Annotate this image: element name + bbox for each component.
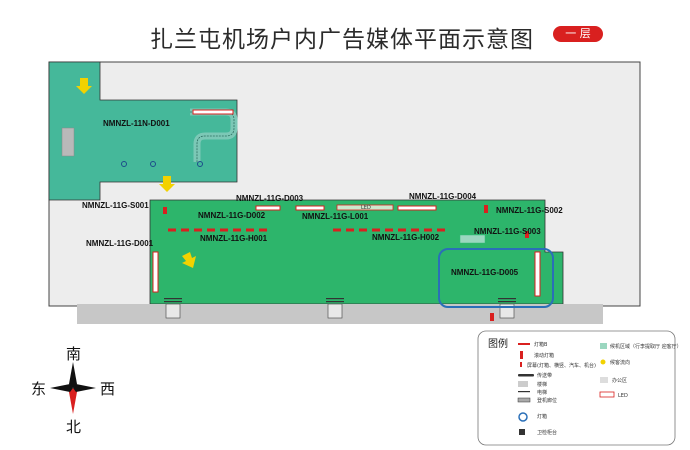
screen-s003 [525,231,529,238]
label-led-small: LED [361,205,371,211]
led-l001 [336,204,394,211]
legend-right-0: 候机区域（行李提取厅 迎客厅） [610,343,682,350]
label-n001: NMNZL-11N-D001 [103,119,170,128]
legend-left-6: 登机廊位 [537,397,557,404]
label-h001: NMNZL-11G-H001 [200,234,268,243]
legend-left-7: 灯箱 [537,413,547,420]
screen-s001 [163,207,167,214]
ad-box-n001 [192,109,234,115]
legend-right-1: 候客流向 [610,359,630,366]
label-d005: NMNZL-11G-D005 [451,268,519,277]
legend-panel: 图例 灯箱B 滚动灯箱 屏幕(灯箱、横竖、汽车、机台) 传送带 楼梯 电梯 登机… [477,330,682,446]
flow-arrow-3 [182,252,196,268]
stair-icon [61,127,75,157]
office-area [459,234,486,244]
label-s002: NMNZL-11G-S002 [496,206,563,215]
compass-north: 北 [66,418,81,436]
lightbox-d004 [397,205,437,211]
screen-s002 [484,205,488,213]
legend-right-2: 办公区 [612,377,627,384]
legend-left-3: 传送带 [537,372,552,379]
lightbox-d005 [534,251,541,297]
label-d001: NMNZL-11G-D001 [86,239,154,248]
compass-east: 东 [31,380,46,398]
flow-arrow-1 [76,78,92,94]
compass-south: 南 [66,345,81,363]
flow-arrow-2 [159,176,175,192]
legend-right-3: LED [618,393,628,399]
label-l001: NMNZL-11G-L001 [302,212,369,221]
label-d004: NMNZL-11G-D004 [409,192,477,201]
label-d003: NMNZL-11G-D003 [236,194,304,203]
label-s001: NMNZL-11G-S001 [82,201,149,210]
gate-1 [165,303,181,319]
legend-left-4: 楼梯 [537,381,547,388]
label-h002: NMNZL-11G-H002 [372,233,440,242]
lightbox-circle-3 [197,161,203,167]
lightbox-circle-1 [121,161,127,167]
floor-badge[interactable]: 一 层 [553,26,603,42]
label-d002: NMNZL-11G-D002 [198,211,266,220]
compass-west: 西 [100,380,115,398]
page-title: 扎兰屯机场户内广告媒体平面示意图 [150,27,534,53]
highlight-d005 [438,248,554,308]
label-s003: NMNZL-11G-S003 [474,227,541,236]
lightbox-d001 [152,251,159,293]
lightbox-circle-2 [150,161,156,167]
legend-left-5: 电梯 [537,389,547,396]
compass: 南 北 东 西 [31,345,115,436]
legend-left-8: 卫检柜台 [537,429,557,436]
apron-marker [490,313,494,321]
legend-left-0: 灯箱B [534,341,548,348]
legend-title: 图例 [488,337,508,350]
legend-left-1: 滚动灯箱 [534,352,554,359]
lightbox-d002 [295,205,325,211]
legend-left-2: 屏幕(灯箱、横竖、汽车、机台) [527,362,596,369]
gate-2 [327,303,343,319]
lightbox-d003 [255,205,281,211]
upper-hall-area [48,61,238,201]
